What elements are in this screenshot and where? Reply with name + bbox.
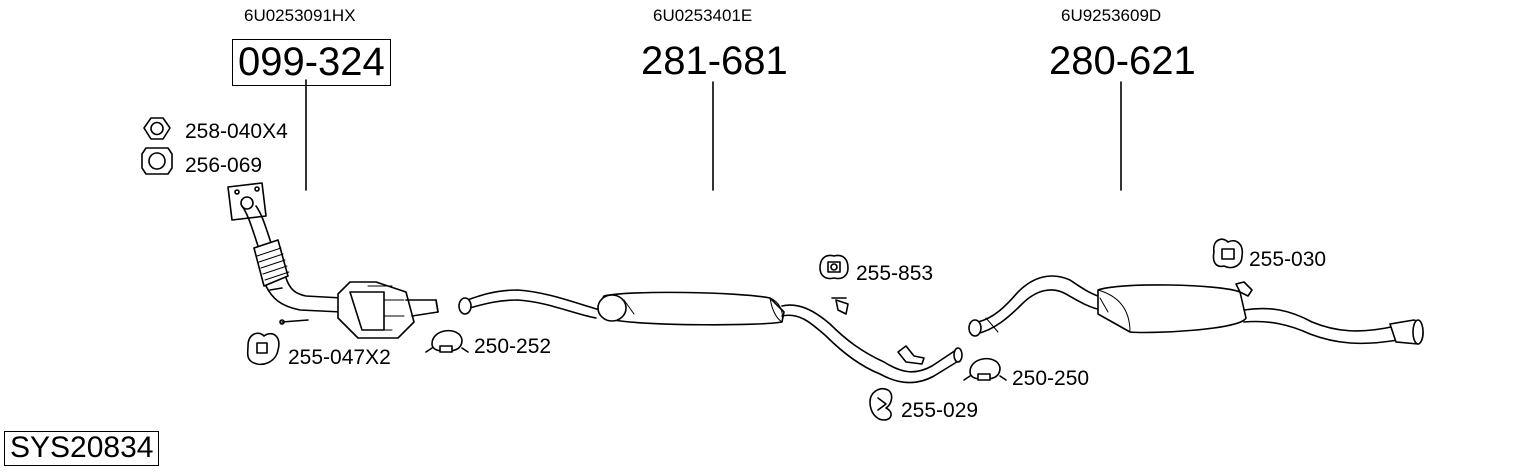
system-code: SYS20834 <box>4 431 160 466</box>
nut-icon <box>143 117 171 140</box>
front-pipe-tube <box>241 205 273 247</box>
label-255-029[interactable]: 255-029 <box>901 399 979 422</box>
gasket-icon <box>141 147 173 175</box>
middle-outlet-pipe <box>781 304 961 384</box>
label-258-040x4[interactable]: 258-040X4 <box>185 120 288 143</box>
clamp-icon <box>963 357 1007 381</box>
part-number-rear-silencer[interactable]: 280-621 <box>1049 39 1196 83</box>
label-255-853[interactable]: 255-853 <box>856 262 934 285</box>
rear-silencer <box>968 275 1424 345</box>
label-250-252[interactable]: 250-252 <box>474 335 552 358</box>
label-255-030[interactable]: 255-030 <box>1249 248 1327 271</box>
middle-inlet-pipe <box>461 289 601 319</box>
flex-pipe <box>253 239 289 287</box>
rubber-mount-icon <box>1212 238 1244 269</box>
oem-number-middle-silencer: 6U0253401E <box>653 6 753 25</box>
front-pipe-with-catalyst <box>227 182 439 339</box>
rear-inlet-pipe <box>975 275 1105 335</box>
rubber-hanger-icon <box>246 332 280 366</box>
oem-number-rear-silencer: 6U9253609D <box>1061 6 1162 25</box>
front-pipe-flange <box>227 182 267 221</box>
rubber-hanger-icon <box>869 387 893 421</box>
clamp-icon <box>425 329 469 353</box>
label-250-250[interactable]: 250-250 <box>1012 367 1090 390</box>
tailpipe <box>1243 307 1399 345</box>
oem-number-front-pipe: 6U0253091HX <box>244 6 356 25</box>
part-number-middle-silencer[interactable]: 281-681 <box>641 39 788 83</box>
rear-silencer-body <box>1097 284 1247 334</box>
label-256-069[interactable]: 256-069 <box>185 154 263 177</box>
part-number-front-pipe[interactable]: 099-324 <box>232 39 391 86</box>
middle-silencer <box>458 289 963 384</box>
label-255-047x2[interactable]: 255-047X2 <box>288 346 391 369</box>
rubber-mount-icon <box>819 254 849 280</box>
